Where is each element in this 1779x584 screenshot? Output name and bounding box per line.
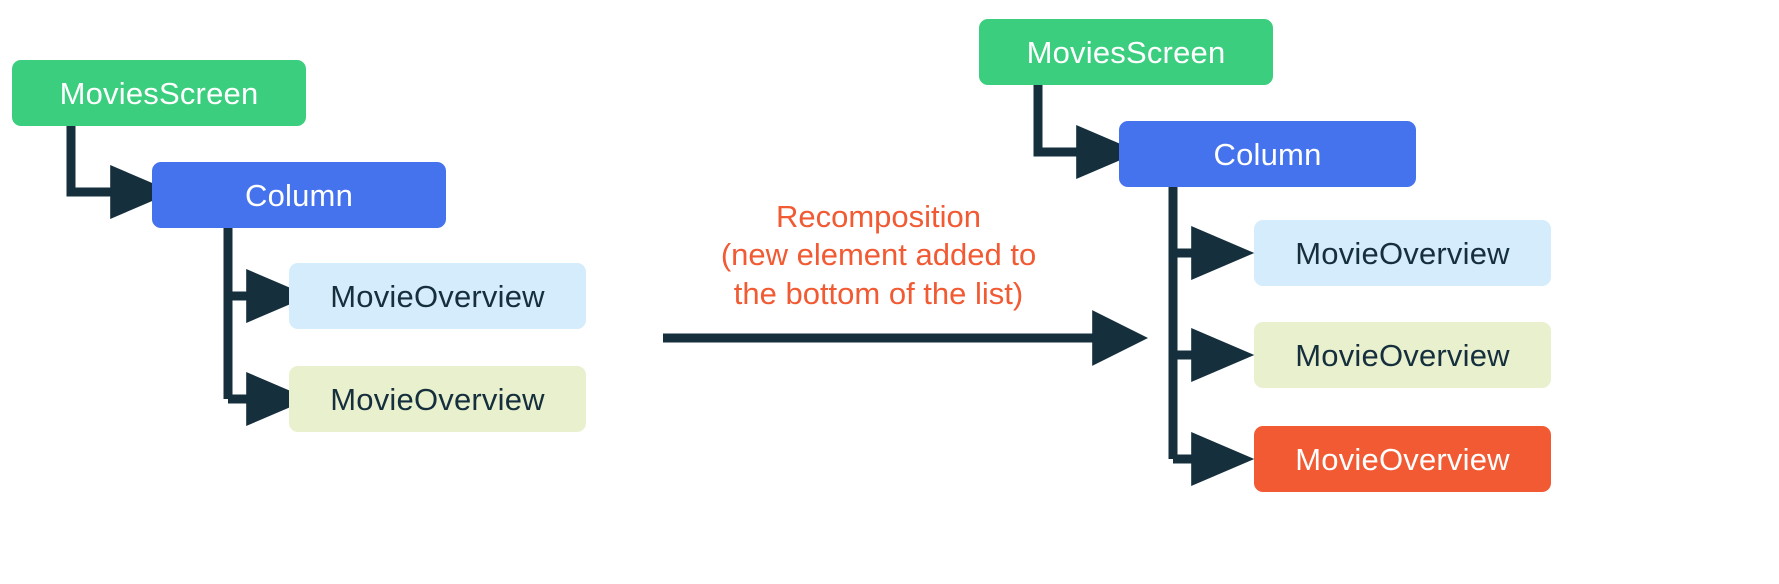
recomposition-label: Recomposition (new element added to the … bbox=[720, 199, 1037, 311]
right-edge-column-to-children bbox=[1168, 187, 1255, 486]
right-edge-root-to-column bbox=[1033, 85, 1140, 179]
right-node-column[interactable]: Column bbox=[1119, 121, 1416, 187]
left-node-column[interactable]: Column bbox=[152, 162, 446, 228]
right-node-movies-screen[interactable]: MoviesScreen bbox=[979, 19, 1273, 85]
left-node-movie-overview-2[interactable]: MovieOverview bbox=[289, 366, 586, 432]
right-node-movie-overview-1[interactable]: MovieOverview bbox=[1254, 220, 1551, 286]
left-edge-root-to-column bbox=[66, 126, 174, 219]
left-node-movies-screen[interactable]: MoviesScreen bbox=[12, 60, 306, 126]
right-node-movie-overview-2[interactable]: MovieOverview bbox=[1254, 322, 1551, 388]
right-node-movie-overview-3[interactable]: MovieOverview bbox=[1254, 426, 1551, 492]
left-node-movie-overview-1[interactable]: MovieOverview bbox=[289, 263, 586, 329]
left-edge-column-to-children bbox=[223, 228, 310, 426]
